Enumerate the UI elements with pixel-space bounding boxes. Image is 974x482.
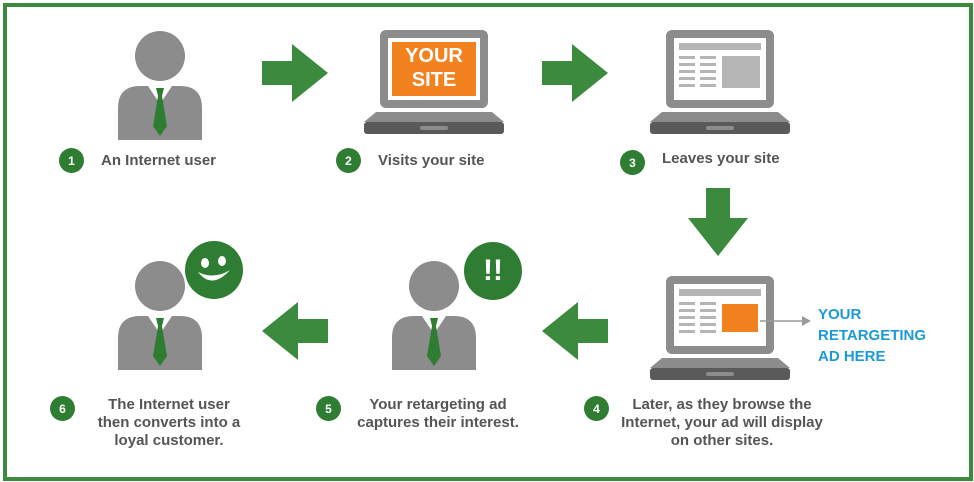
step-6-label-line3: loyal customer. — [114, 432, 224, 449]
site-screen-line2: SITE — [411, 69, 457, 91]
person-icon — [118, 261, 202, 370]
person-icon — [118, 31, 202, 140]
step-5-label: Your retargeting ad captures their inter… — [350, 396, 526, 432]
step-6-number: 6 — [50, 396, 75, 421]
step-4-number: 4 — [584, 396, 609, 421]
arrow-left-icon — [262, 302, 328, 360]
step-2-number: 2 — [336, 148, 361, 173]
interest-badge: !! — [464, 242, 522, 300]
step-4-label: Later, as they browse the Internet, your… — [612, 396, 832, 450]
ad-label-line3: AD HERE — [818, 348, 886, 365]
laptop-icon — [650, 276, 790, 380]
step-4-label-line3: on other sites. — [670, 432, 774, 449]
step-3-number: 3 — [620, 150, 645, 175]
step-3-label: Leaves your site — [662, 150, 780, 167]
arrow-right-icon — [542, 44, 608, 102]
step-4-label-line1: Later, as they browse the — [632, 396, 812, 413]
step-6-label: The Internet user then converts into a l… — [84, 396, 254, 450]
interest-badge-text: !! — [483, 254, 503, 287]
site-screen: YOUR SITE — [392, 44, 476, 92]
arrow-right-icon — [262, 44, 328, 102]
ad-here-label: YOUR RETARGETING AD HERE — [818, 304, 926, 367]
step-1-number: 1 — [59, 148, 84, 173]
step-1-label: An Internet user — [101, 152, 217, 169]
ad-pointer-arrow-icon — [760, 316, 811, 326]
step-6-label-line1: The Internet user — [108, 396, 230, 413]
step-4-label-line2: Internet, your ad will display — [621, 414, 823, 431]
step-5-label-line1: Your retargeting ad — [369, 396, 507, 413]
person-icon — [392, 261, 476, 370]
site-screen-line1: YOUR — [405, 45, 463, 67]
arrow-left-icon — [542, 302, 608, 360]
arrow-down-icon — [688, 188, 748, 256]
step-2-label: Visits your site — [378, 152, 485, 169]
step-6-label-line2: then converts into a — [97, 414, 241, 431]
smiley-icon — [185, 241, 243, 299]
ad-label-line1: YOUR — [818, 306, 862, 323]
laptop-icon — [650, 30, 790, 134]
laptop-icon — [364, 30, 504, 134]
step-5-number: 5 — [316, 396, 341, 421]
ad-label-line2: RETARGETING — [818, 327, 927, 344]
step-5-label-line2: captures their interest. — [357, 414, 519, 431]
